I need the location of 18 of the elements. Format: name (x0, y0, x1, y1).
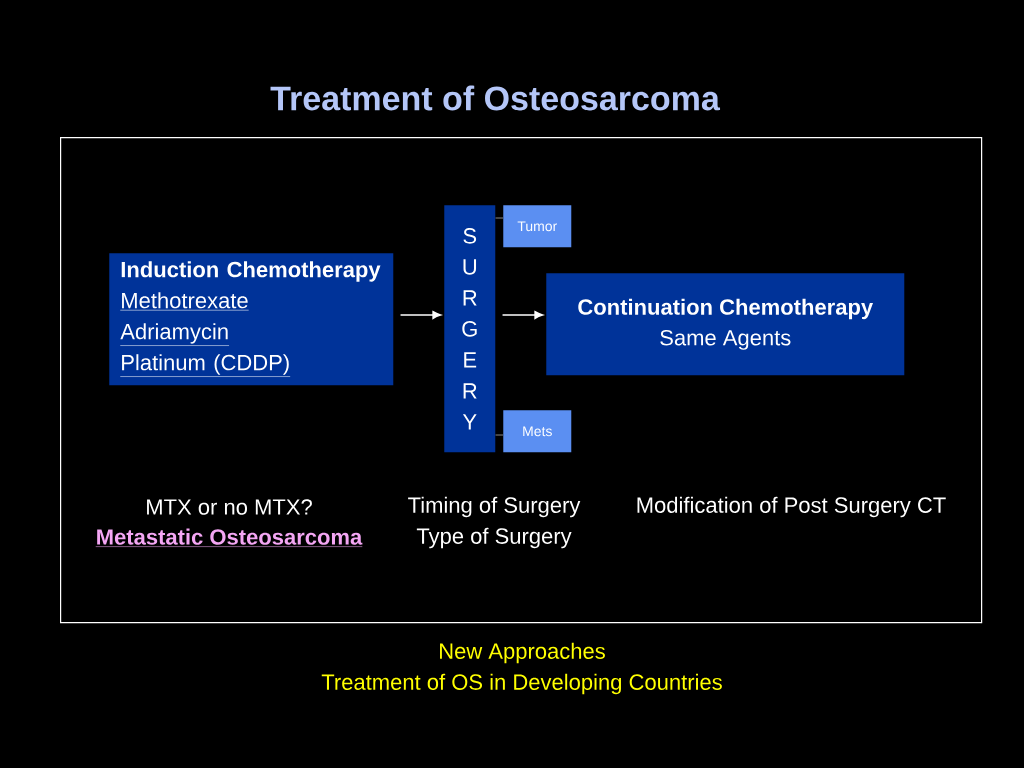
small-box: Mets (503, 410, 572, 453)
arrow (501, 311, 544, 320)
text-label: Modification of Post Surgery CT (637, 496, 946, 518)
text-label: Type of Surgery (416, 527, 572, 549)
frame (60, 137, 983, 624)
note-text: New Approaches (440, 642, 605, 664)
text-label: Timing of Surgery (408, 496, 581, 518)
small-box: Tumor (503, 205, 572, 248)
connector-line (495, 217, 504, 219)
connector-line (495, 434, 504, 436)
vertical-box: SURGERY (444, 205, 496, 453)
process-box: Continuation Chemotherapy Same Agents (546, 273, 905, 376)
title: Treatment of Osteosarcoma (270, 85, 721, 111)
process-box: Induction Chemotherapy Methotrexate Adriamycin Platinum (CDDP) (109, 253, 394, 386)
text-label: MTX or no MTX? (147, 499, 312, 515)
note-text: Treatment of OS in Developing Countries (321, 673, 722, 695)
link-text: Metastatic Osteosarcoma (95, 528, 363, 547)
arrow (399, 311, 442, 320)
